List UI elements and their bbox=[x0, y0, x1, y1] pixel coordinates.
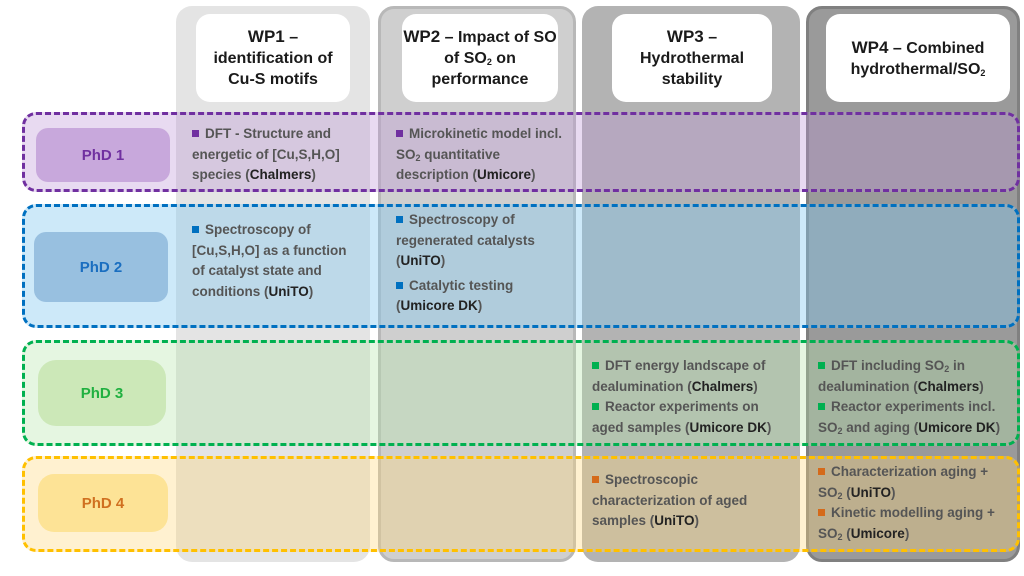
wp3-title: Hydrothermal stability bbox=[639, 50, 745, 88]
row-phd4-border bbox=[22, 456, 1020, 552]
bullet-square-icon bbox=[818, 468, 825, 475]
bullet-square-icon bbox=[818, 509, 825, 516]
phd3-label: PhD 3 bbox=[38, 360, 166, 426]
bullet-square-icon bbox=[592, 476, 599, 483]
wp2-code: WP2 bbox=[403, 27, 441, 46]
phd1-label: PhD 1 bbox=[36, 128, 170, 182]
bullet-square-icon bbox=[192, 130, 199, 137]
bullet-square-icon bbox=[818, 362, 825, 369]
cell-phd1-wp1: DFT - Structure and energetic of [Cu,S,H… bbox=[192, 126, 340, 182]
row-phd1-bg bbox=[22, 112, 1020, 192]
column-header-wp3: WP3 – Hydrothermal stability bbox=[612, 14, 772, 102]
cell-phd1-wp2: Microkinetic model incl. SO2 quantitativ… bbox=[396, 126, 563, 182]
column-header-wp1: WP1 – identification of Cu-S motifs bbox=[196, 14, 350, 102]
column-header-wp2: WP2 – Impact of SO of SO2 on performance bbox=[402, 14, 558, 102]
bullet-square-icon bbox=[192, 226, 199, 233]
row-phd2-bg bbox=[22, 204, 1020, 328]
wp1-code: WP1 bbox=[247, 27, 285, 46]
bullet-square-icon bbox=[592, 362, 599, 369]
wp1-title: identification of Cu-S motifs bbox=[213, 50, 333, 88]
column-header-wp4: WP4 – Combined hydrothermal/SO2 bbox=[826, 14, 1010, 102]
bullet-square-icon bbox=[396, 281, 403, 289]
bullet-square-icon bbox=[818, 403, 825, 410]
wp3-code: WP3 bbox=[666, 27, 704, 46]
row-phd4-bg bbox=[22, 456, 1020, 552]
row-phd3-border bbox=[22, 340, 1020, 446]
bullet-square-icon bbox=[396, 130, 403, 137]
cell-phd3-wp4: DFT including SO2 in dealumination (Chal… bbox=[818, 358, 1001, 436]
wp4-code: WP4 bbox=[851, 37, 889, 57]
phd4-label: PhD 4 bbox=[38, 474, 168, 532]
bullet-square-icon bbox=[396, 216, 403, 223]
cell-phd4-wp3: Spectroscopic characterization of aged s… bbox=[592, 472, 748, 528]
phd2-label: PhD 2 bbox=[34, 232, 168, 302]
cell-phd4-wp4: Characterization aging + SO2 (UniTO) Kin… bbox=[818, 464, 995, 542]
row-phd3-bg bbox=[22, 340, 1020, 446]
row-phd1-border bbox=[22, 112, 1020, 192]
row-phd2-border bbox=[22, 204, 1020, 328]
cell-phd3-wp3: DFT energy landscape of dealumination (C… bbox=[592, 358, 772, 435]
cell-phd2-wp1: Spectroscopy of [Cu,S,H,O] as a function… bbox=[192, 222, 347, 299]
bullet-square-icon bbox=[592, 403, 599, 410]
cell-phd2-wp2: Spectroscopy of regenerated catalysts (U… bbox=[396, 212, 535, 313]
